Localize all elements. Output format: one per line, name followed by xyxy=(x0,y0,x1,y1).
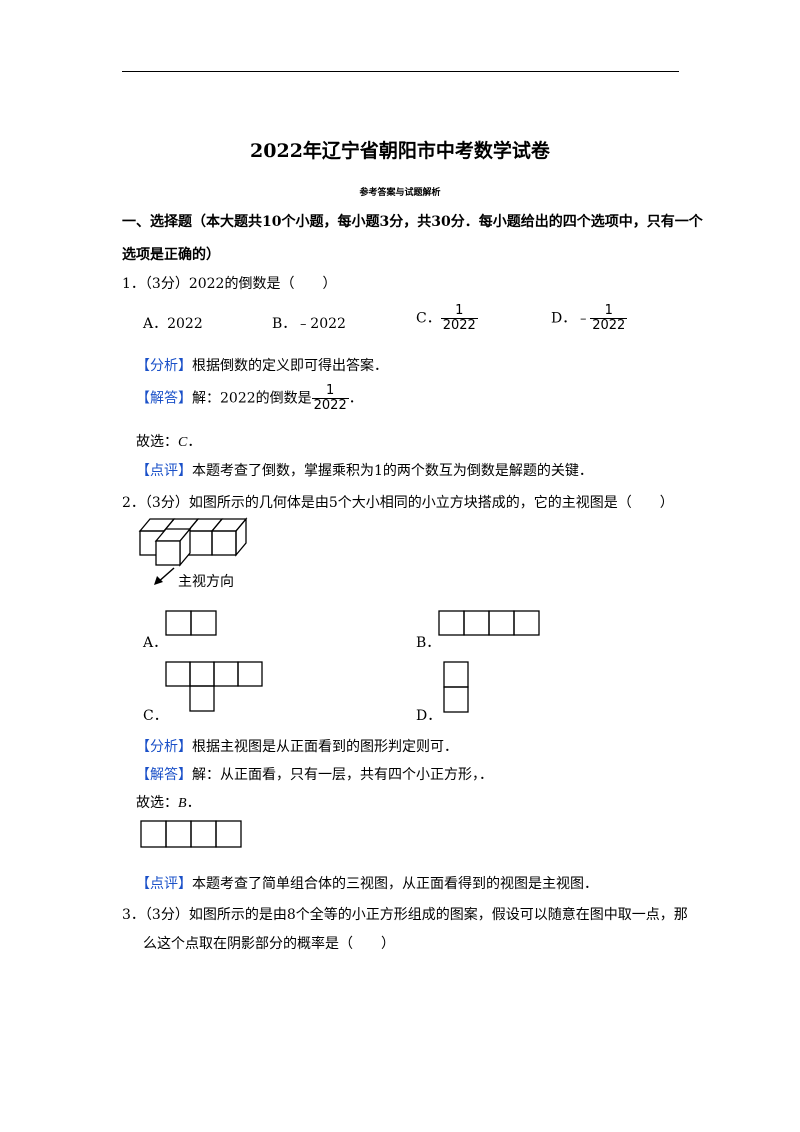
analysis-tag: 【分析】 xyxy=(136,358,192,374)
comment-tag: 【点评】 xyxy=(136,463,192,479)
q2-stem: 2．（3分）如图所示的几何体是由5个大小相同的小立方块搭成的，它的主视图是（ ） xyxy=(122,495,674,511)
q1-comment: 【点评】本题考查了倒数，掌握乘积为1的两个数互为倒数是解题的关键． xyxy=(136,463,593,479)
fraction-numerator: 1 xyxy=(455,303,464,318)
q1-option-d-sign: ﹣ xyxy=(576,310,591,327)
q1-option-d-label: D． xyxy=(551,310,577,327)
header-rule xyxy=(122,71,679,72)
q2-option-b-label: B． xyxy=(416,635,441,651)
q1-analysis: 【分析】根据倒数的定义即可得出答案． xyxy=(136,358,388,374)
answer-tag: 【解答】 xyxy=(136,390,192,407)
q2-option-c-figure xyxy=(165,661,263,712)
q1-stem: 1．（3分）2022的倒数是（ ） xyxy=(122,276,337,292)
q2-answer: 【解答】解：从正面看，只有一层，共有四个小正方形，． xyxy=(136,767,493,783)
answer-tag: 【解答】 xyxy=(136,767,192,783)
q2-option-a-figure xyxy=(165,610,217,636)
q3-stem-line1: 3．（3分）如图所示的是由8个全等的小正方形组成的图案，假设可以随意在图中取一点… xyxy=(122,907,688,923)
section-heading-line2: 选项是正确的） xyxy=(122,247,220,263)
q2-option-b-figure xyxy=(438,610,540,636)
q1-option-a: A．2022 xyxy=(143,316,203,332)
page-subtitle: 参考答案与试题解析 xyxy=(359,188,441,198)
page-title: 2022年辽宁省朝阳市中考数学试卷 xyxy=(250,140,550,162)
q2-analysis: 【分析】根据主视图是从正面看到的图形判定则可． xyxy=(136,739,458,755)
section-heading-line1: 一、选择题（本大题共10个小题，每小题3分，共30分．每小题给出的四个选项中，只… xyxy=(122,214,703,230)
q1-option-b: B．﹣2022 xyxy=(272,316,346,332)
analysis-tag: 【分析】 xyxy=(136,739,192,755)
fraction-denominator: 2022 xyxy=(592,318,626,333)
q2-option-c-label: C． xyxy=(143,708,168,724)
comment-tag: 【点评】 xyxy=(136,876,192,892)
q3-stem-line2: 么这个点取在阴影部分的概率是（ ） xyxy=(143,936,395,952)
q2-comment: 【点评】本题考查了简单组合体的三视图，从正面看得到的视图是主视图． xyxy=(136,876,598,892)
q2-option-d-label: D． xyxy=(416,708,442,724)
direction-arrow-icon xyxy=(154,567,175,585)
fraction-numerator: 1 xyxy=(604,303,613,318)
q2-option-d-figure xyxy=(443,661,469,713)
q2-option-a-label: A． xyxy=(143,635,168,651)
q2-solid-figure xyxy=(138,517,248,567)
q1-choice: 故选：C． xyxy=(136,434,202,450)
q1-option-c-label: C． xyxy=(416,310,441,327)
q2-choice: 故选：B． xyxy=(136,795,201,811)
q2-direction-label: 主视方向 xyxy=(178,574,234,590)
fraction-denominator: 2022 xyxy=(442,318,476,333)
q2-answer-figure xyxy=(140,820,242,848)
